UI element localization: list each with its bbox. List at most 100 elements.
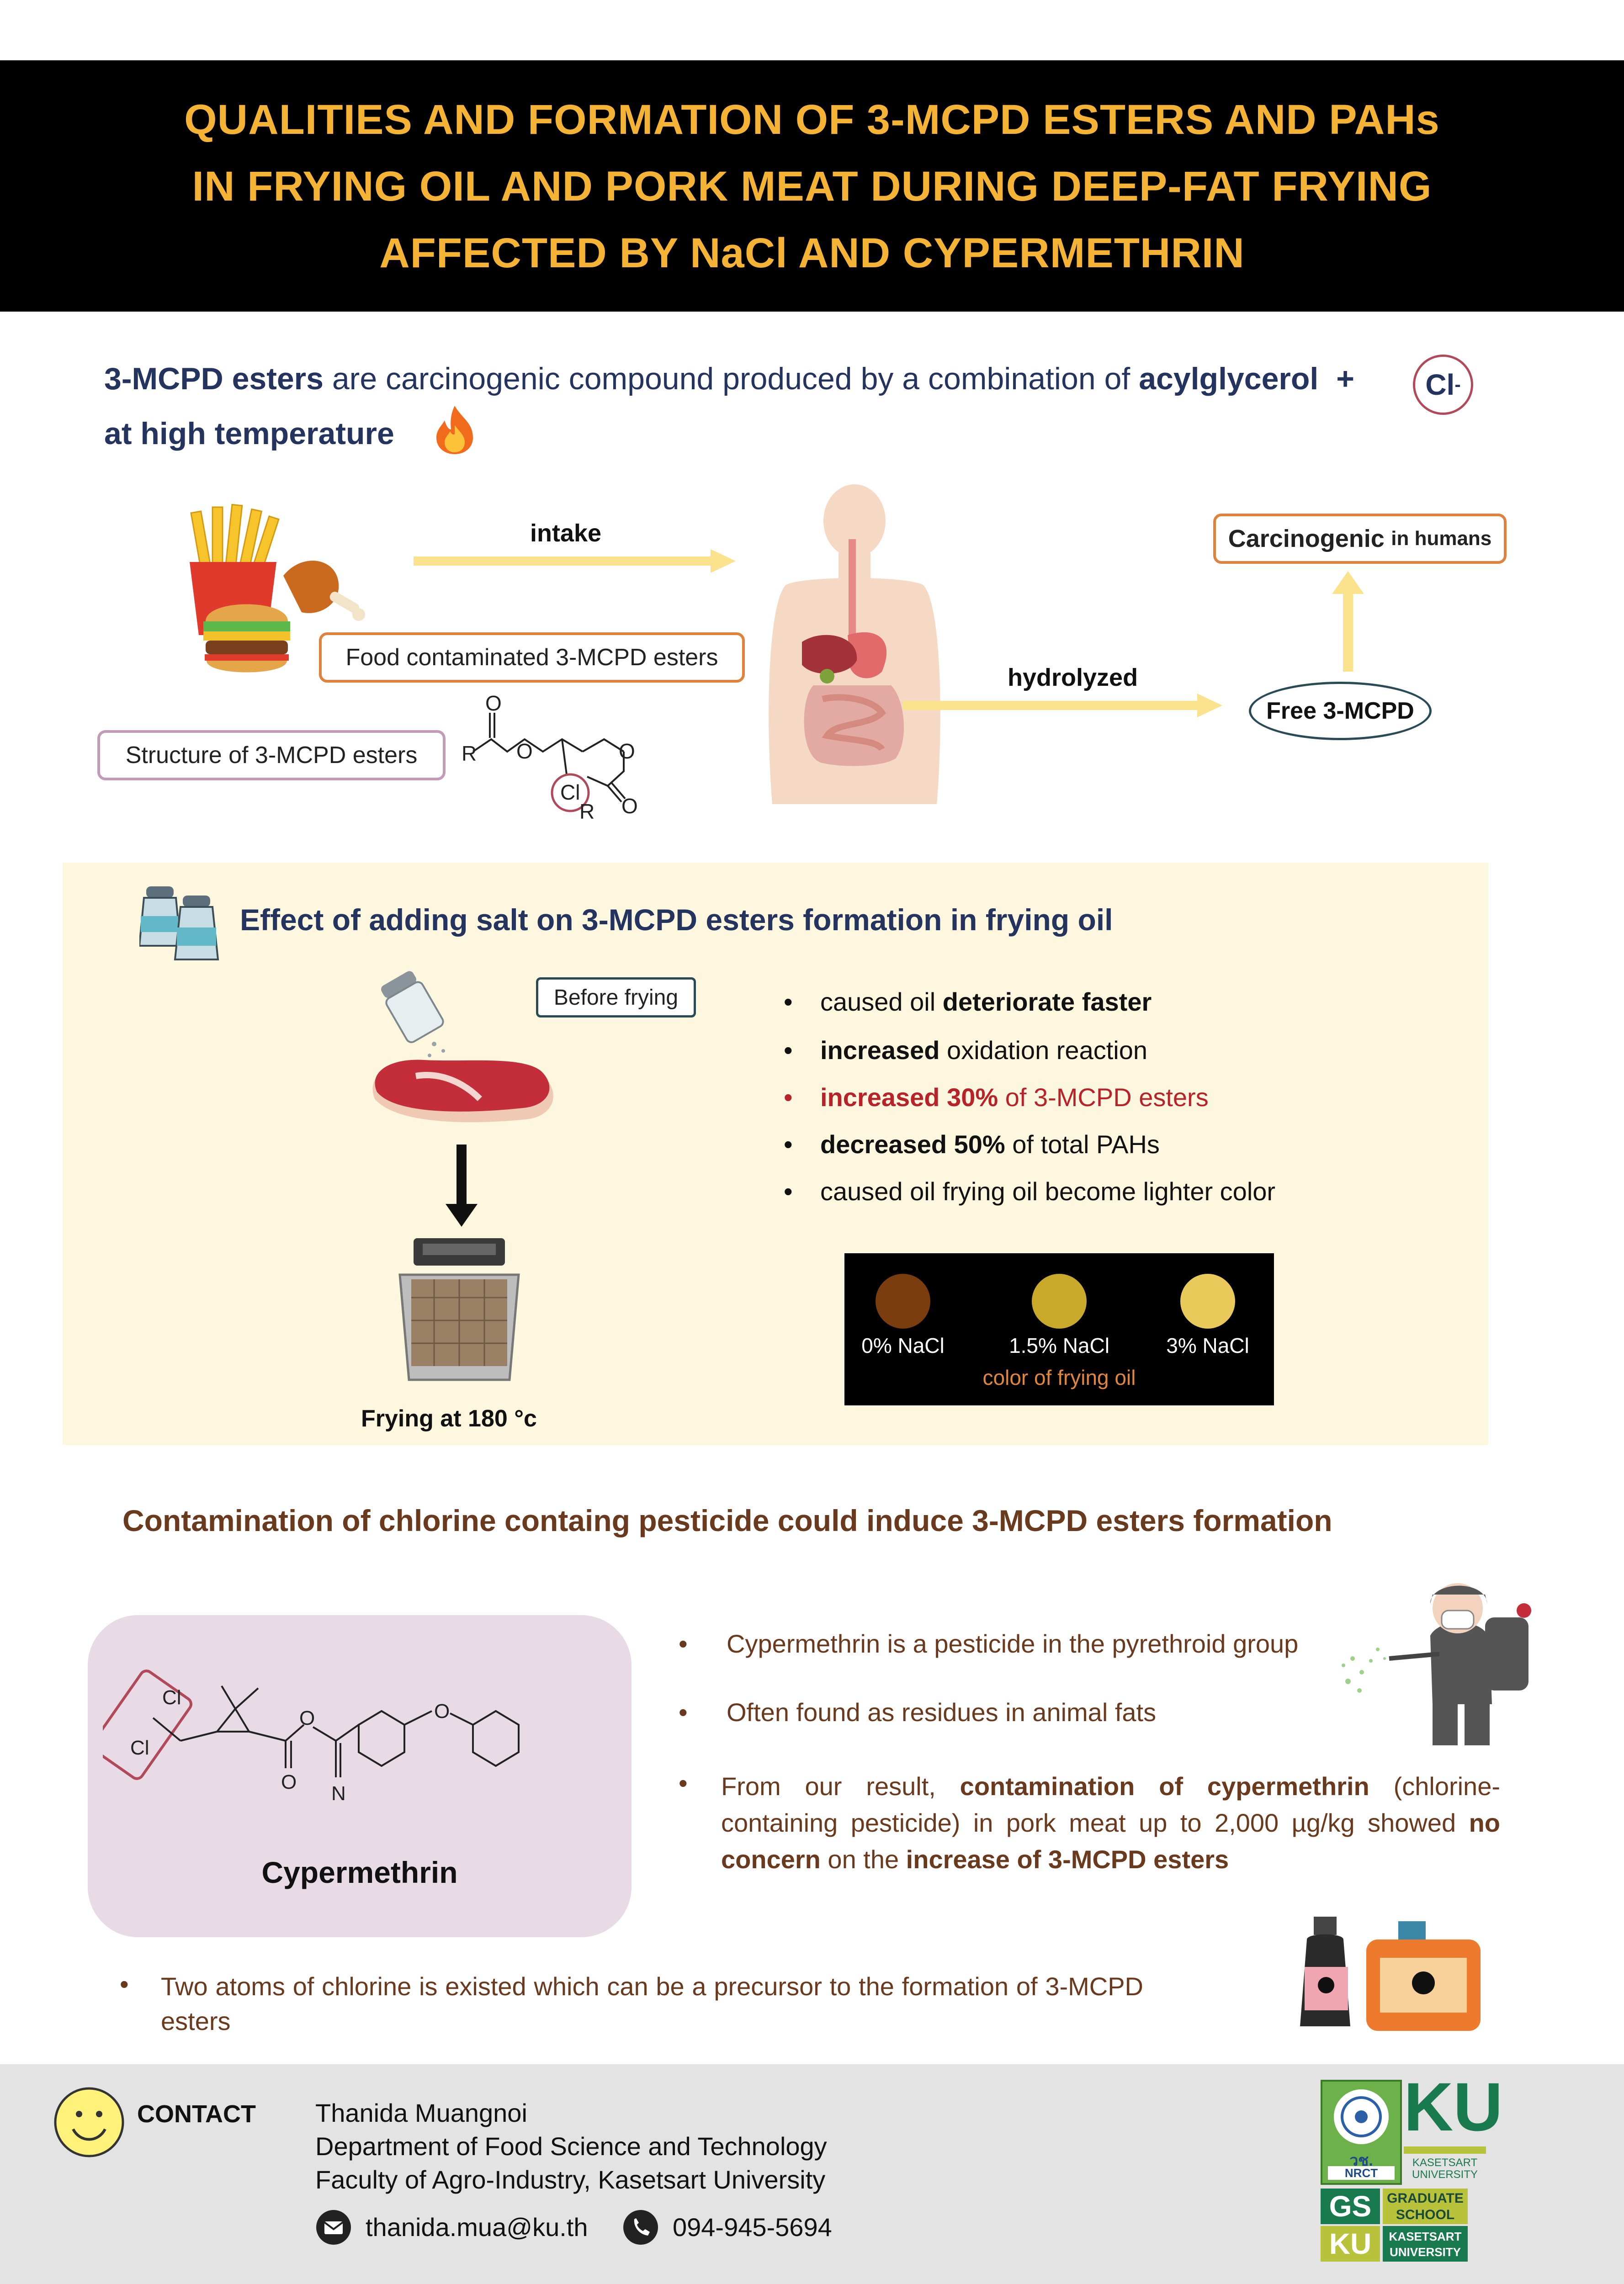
pest-bullet-3-dot: • — [679, 1769, 688, 1797]
pest-bullet-4: Two atoms of chlorine is existed which c… — [161, 1972, 1143, 2035]
kasetsart-line1: KASETSART — [1389, 2230, 1462, 2243]
chem-o4: O — [621, 794, 638, 818]
hydrolyzed-label: hydrolyzed — [1008, 664, 1138, 691]
intro-term: 3-MCPD esters — [104, 361, 324, 396]
intro-plus: + — [1336, 361, 1354, 396]
chem-r2: R — [579, 800, 594, 823]
human-digestive-icon — [769, 484, 940, 804]
intake-label: intake — [530, 519, 602, 547]
grad-school-line2: SCHOOL — [1396, 2207, 1455, 2222]
intro-text: are carcinogenic compound produced by a … — [332, 361, 1130, 396]
smiley-icon — [54, 2087, 124, 2157]
intro-line-1: 3-MCPD esters are carcinogenic compound … — [104, 361, 1566, 397]
nrct-emblem-icon — [1334, 2089, 1389, 2144]
intro-acyl: acylglycerol — [1139, 361, 1319, 396]
mcpd-ester-structure: R O O O O Cl R — [462, 691, 638, 823]
carcinogenic-rest: in humans — [1391, 527, 1492, 550]
pest-bullet-2: •Often found as residues in animal fats — [679, 1698, 1157, 1727]
title-line-1: QUALITIES AND FORMATION OF 3-MCPD ESTERS… — [184, 96, 1440, 143]
pesticide-sprayer-icon — [1342, 1583, 1531, 1745]
oil-label-3: 3% NaCl — [1166, 1334, 1249, 1357]
nrct-logo: วช. NRCT — [1321, 2080, 1402, 2185]
food-contaminated-box: Food contaminated 3-MCPD esters — [319, 632, 745, 683]
ku-logo-bar — [1404, 2146, 1486, 2154]
free-mcpd-ellipse: Free 3-MCPD — [1249, 682, 1432, 740]
contact-email[interactable]: thanida.mua@ku.th — [366, 2213, 588, 2242]
oil-label-0: 0% NaCl — [861, 1334, 945, 1357]
intro-high-temp: at high temperature — [104, 416, 394, 451]
kasetsart-block: KASETSART UNIVERSITY — [1383, 2226, 1468, 2262]
salt-bullet-4: •decreased 50% of total PAHs — [784, 1130, 1160, 1159]
intake-arrow — [414, 549, 736, 573]
structure-box: Structure of 3-MCPD esters — [97, 730, 446, 780]
hydrolyzed-arrow — [902, 694, 1222, 717]
contact-department: Department of Food Science and Technolog… — [315, 2132, 827, 2161]
oil-caption: color of frying oil — [982, 1366, 1136, 1389]
phone-icon — [623, 2210, 658, 2245]
title-line-3: AFFECTED BY NaCl AND CYPERMETHRIN — [379, 230, 1245, 276]
title-line-2: IN FRYING OIL AND PORK MEAT DURING DEEP-… — [192, 163, 1432, 210]
gs-ku-text: KU — [1321, 2226, 1380, 2262]
frying-temp-label: Frying at 180 °c — [361, 1405, 537, 1432]
ku-logo: KU KASETSART UNIVERSITY — [1404, 2072, 1503, 2183]
oil-swatch-1p5 — [1032, 1274, 1087, 1329]
salt-bullet-list: •caused oil deteriorate faster •increase… — [784, 987, 1460, 1224]
oil-swatch-0 — [876, 1274, 930, 1329]
pest-bullet-3: From our result, contamination of cyperm… — [721, 1772, 1500, 1874]
salt-heading: Effect of adding salt on 3-MCPD esters f… — [240, 903, 1113, 937]
mol-n: N — [331, 1782, 346, 1805]
contact-faculty: Faculty of Agro-Industry, Kasetsart Univ… — [315, 2165, 826, 2194]
ku-logo-sub2: UNIVERSITY — [1412, 2168, 1478, 2181]
cypermethrin-panel — [88, 1615, 632, 1937]
pesticide-heading: Contamination of chlorine containg pesti… — [122, 1504, 1332, 1537]
before-frying-box: Before frying — [536, 977, 696, 1017]
salt-bullet-1: •caused oil deteriorate faster — [784, 987, 1152, 1016]
ku-logo-sub1: KASETSART — [1412, 2157, 1478, 2169]
cypermethrin-structure: Cl Cl O O O N — [103, 1669, 520, 1805]
salt-bullet-3: •increased 30% of 3-MCPD esters — [784, 1083, 1209, 1112]
mol-cl-1: Cl — [162, 1686, 181, 1709]
salt-bullet-2: •increased oxidation reaction — [784, 1036, 1148, 1065]
title-banner: QUALITIES AND FORMATION OF 3-MCPD ESTERS… — [0, 60, 1624, 312]
fast-food-icon — [190, 503, 365, 673]
ku-logo-text: KU — [1404, 2068, 1503, 2145]
nrct-text: NRCT — [1328, 2166, 1395, 2180]
chem-cl: Cl — [560, 780, 580, 804]
grad-school-line1: GRADUATE — [1387, 2191, 1464, 2206]
oil-swatch-3 — [1180, 1274, 1235, 1329]
chem-o3: O — [619, 739, 635, 763]
grad-school-block: GRADUATE SCHOOL — [1383, 2189, 1468, 2224]
chem-o2: O — [516, 739, 533, 763]
free-mcpd-label: Free 3-MCPD — [1266, 698, 1414, 724]
chem-r1: R — [462, 742, 477, 765]
contact-phone[interactable]: 094-945-5694 — [673, 2213, 832, 2242]
down-arrow — [446, 1145, 478, 1227]
mol-o-1: O — [299, 1707, 315, 1729]
contact-label: CONTACT — [137, 2100, 256, 2128]
mol-cl-2: Cl — [130, 1737, 149, 1759]
salt-shaker-icon — [139, 886, 219, 960]
contact-name: Thanida Muangnoi — [315, 2099, 527, 2127]
fire-icon — [436, 406, 473, 454]
mol-o-2: O — [281, 1771, 297, 1793]
pest-bullet-4-dot: • — [120, 1970, 129, 1998]
salt-bullet-5: •caused oil frying oil become lighter co… — [784, 1177, 1276, 1206]
graduate-school-logo: GS KU GRADUATE SCHOOL KASETSART UNIVERSI… — [1321, 2189, 1471, 2262]
intro-line-2: at high temperature — [104, 416, 394, 451]
up-arrow — [1332, 571, 1364, 672]
oil-color-panel: 0% NaCl 1.5% NaCl 3% NaCl color of fryin… — [844, 1253, 1274, 1405]
chloride-charge: - — [1454, 374, 1461, 395]
kasetsart-line2: UNIVERSITY — [1389, 2245, 1461, 2259]
salted-meat-icon — [372, 971, 553, 1123]
chloride-symbol: Cl — [1425, 368, 1455, 401]
pest-bullet-1: •Cypermethrin is a pesticide in the pyre… — [679, 1629, 1299, 1658]
email-icon — [316, 2210, 351, 2245]
mol-o-3: O — [434, 1700, 450, 1722]
carcinogenic-box: Carcinogenic in humans — [1213, 514, 1507, 564]
cypermethrin-name: Cypermethrin — [261, 1855, 458, 1889]
poison-bottles-icon — [1300, 1917, 1481, 2031]
chloride-circle: Cl- — [1413, 355, 1473, 415]
deep-fryer-icon — [398, 1238, 520, 1381]
gs-logo-text: GS — [1321, 2189, 1380, 2224]
carcinogenic-bold: Carcinogenic — [1228, 525, 1385, 552]
